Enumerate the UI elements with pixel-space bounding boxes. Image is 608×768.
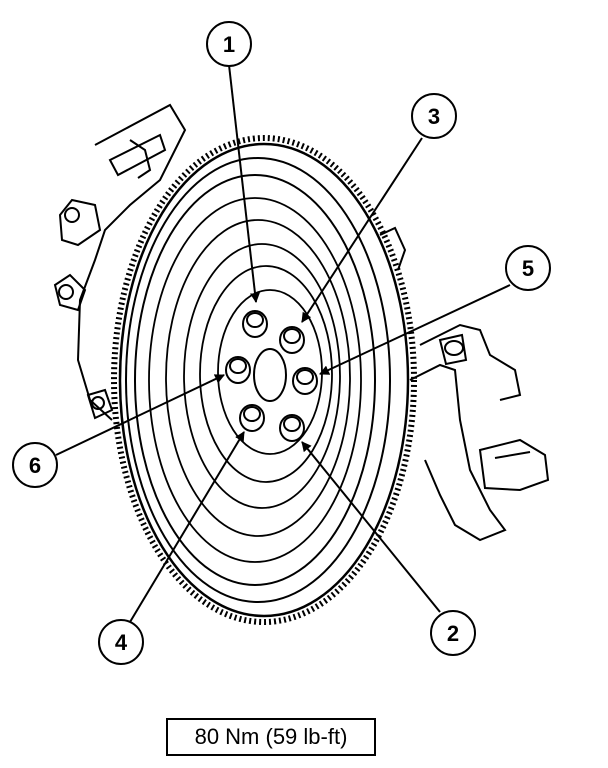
bolt-2 bbox=[279, 414, 305, 442]
bracket bbox=[379, 226, 550, 542]
leader-6 bbox=[55, 374, 225, 456]
callout-5: 5 bbox=[505, 245, 551, 291]
callout-1: 1 bbox=[206, 21, 252, 67]
bolt-1 bbox=[242, 310, 268, 338]
svg-text:5: 5 bbox=[522, 256, 534, 281]
torque-spec-box: 80 Nm (59 lb-ft) bbox=[166, 718, 376, 756]
callout-6: 6 bbox=[12, 442, 58, 488]
engine-block bbox=[53, 103, 187, 421]
bolt-3 bbox=[279, 326, 305, 354]
bolt-5 bbox=[292, 367, 318, 395]
svg-text:4: 4 bbox=[115, 630, 128, 655]
svg-text:3: 3 bbox=[428, 104, 440, 129]
leader-3 bbox=[301, 137, 423, 323]
leader-lines bbox=[55, 64, 511, 623]
bolt-6 bbox=[225, 356, 251, 384]
bolt-4 bbox=[239, 404, 265, 432]
callout-3: 3 bbox=[411, 93, 457, 139]
callout-2: 2 bbox=[430, 610, 476, 656]
leader-2 bbox=[301, 441, 441, 613]
svg-text:1: 1 bbox=[223, 32, 235, 57]
torque-spec-label: 80 Nm (59 lb-ft) bbox=[194, 724, 348, 749]
leader-5 bbox=[319, 284, 511, 375]
svg-text:2: 2 bbox=[447, 621, 459, 646]
callout-4: 4 bbox=[98, 619, 144, 665]
leader-1 bbox=[228, 64, 260, 303]
svg-text:6: 6 bbox=[29, 453, 41, 478]
flywheel bbox=[111, 135, 417, 625]
leader-4 bbox=[129, 431, 245, 623]
